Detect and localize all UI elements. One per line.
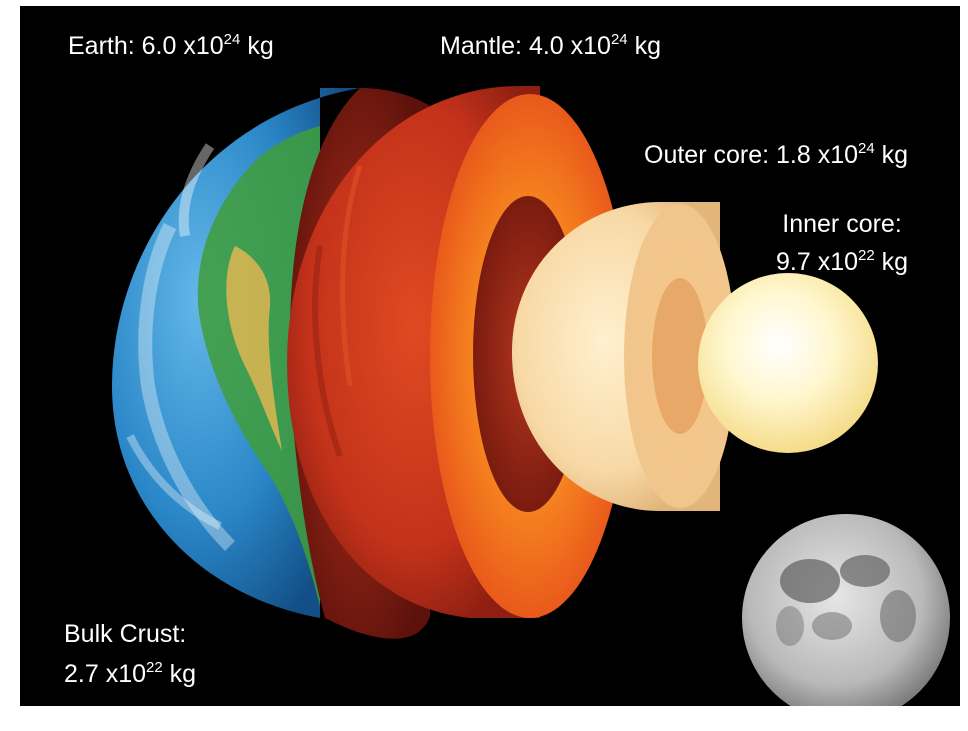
outer-core-mass-label: Outer core: 1.8 x1024 kg bbox=[644, 137, 908, 173]
inner-core-unit: kg bbox=[881, 248, 909, 276]
outer-core-mantissa: 1.8 x10 bbox=[776, 141, 859, 169]
earth-name: Earth: bbox=[68, 32, 135, 60]
mantle-mass-label: Mantle: 4.0 x1024 kg bbox=[440, 28, 661, 64]
bulk-crust-name: Bulk Crust: bbox=[64, 620, 187, 648]
bulk-crust-exponent: 22 bbox=[146, 659, 163, 676]
outer-core-unit: kg bbox=[881, 141, 909, 169]
inner-core-value: 9.7 x1022 kg bbox=[776, 244, 908, 280]
outer-core-cavity bbox=[652, 278, 708, 434]
earth-mantissa: 6.0 x10 bbox=[141, 32, 224, 60]
diagram-canvas: Earth: 6.0 x1024 kg Mantle: 4.0 x1024 kg… bbox=[20, 6, 960, 706]
inner-core-mantissa: 9.7 x10 bbox=[776, 248, 859, 276]
mantle-unit: kg bbox=[634, 32, 661, 60]
inner-core-name: Inner core: bbox=[782, 210, 902, 238]
moon bbox=[742, 514, 950, 706]
mantle-name: Mantle: bbox=[440, 32, 522, 60]
mantle-exponent: 24 bbox=[610, 31, 628, 48]
bulk-crust-unit: kg bbox=[169, 660, 197, 688]
bulk-crust-mass-label: Bulk Crust: 2.7 x1022 kg bbox=[64, 616, 196, 692]
earth-hemisphere bbox=[112, 88, 360, 618]
earth-exponent: 24 bbox=[223, 31, 241, 48]
outer-core-exponent: 24 bbox=[858, 140, 875, 157]
earth-mass-label: Earth: 6.0 x1024 kg bbox=[68, 28, 274, 64]
bulk-crust-mantissa: 2.7 x10 bbox=[64, 660, 147, 688]
inner-core-exponent: 22 bbox=[858, 247, 875, 264]
inner-core-mass-label: Inner core: 9.7 x1022 kg bbox=[776, 206, 908, 280]
mantle-mantissa: 4.0 x10 bbox=[528, 32, 611, 60]
outer-core-shell bbox=[511, 202, 736, 511]
inner-core-sphere bbox=[698, 273, 878, 453]
earth-unit: kg bbox=[247, 32, 274, 60]
outer-core-name: Outer core: bbox=[644, 141, 770, 169]
bulk-crust-value: 2.7 x1022 kg bbox=[64, 656, 196, 692]
earth-layers-illustration bbox=[112, 86, 950, 706]
